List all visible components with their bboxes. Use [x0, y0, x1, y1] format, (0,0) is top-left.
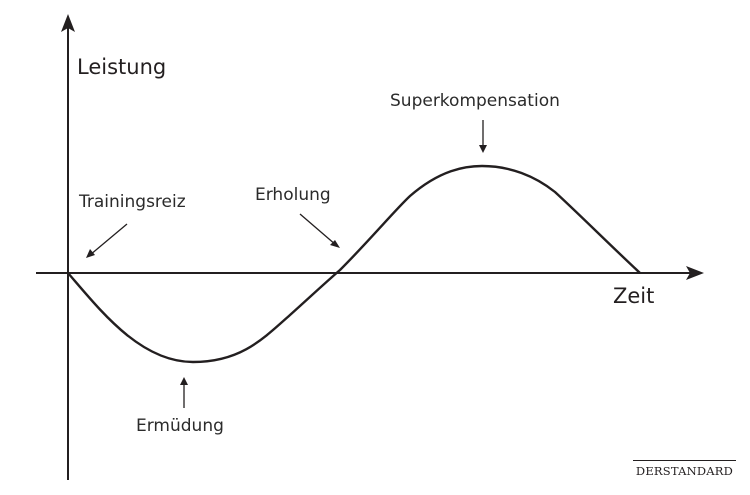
erholung-arrowhead-icon	[330, 240, 340, 248]
y-axis-arrowhead-icon	[61, 14, 75, 32]
brand-logo: DERSTANDARD	[633, 460, 736, 478]
performance-curve	[67, 164, 641, 364]
trainingsreiz-arrow	[89, 223, 128, 256]
annotation-trainingsreiz: Trainingsreiz	[79, 192, 186, 212]
annotation-superkompensation: Superkompensation	[390, 91, 560, 111]
superkompensation-arrowhead-icon	[479, 145, 487, 153]
ermuedung-arrowhead-icon	[180, 377, 188, 385]
erholung-arrow	[299, 213, 337, 246]
trainingsreiz-arrowhead-icon	[86, 249, 95, 258]
y-axis-label: Leistung	[77, 55, 167, 79]
x-axis-label: Zeit	[613, 284, 655, 308]
annotation-erholung: Erholung	[255, 185, 331, 205]
x-axis-arrowhead-icon	[686, 266, 704, 280]
annotation-ermuedung: Ermüdung	[136, 416, 224, 436]
